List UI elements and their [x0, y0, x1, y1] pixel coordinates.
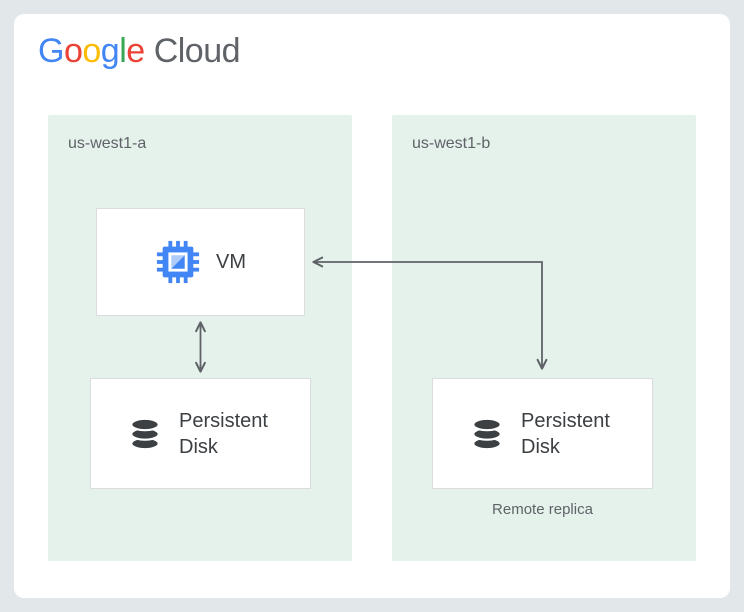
- logo-letter: o: [63, 32, 83, 70]
- zone-us-west1-b: us-west1-b: [392, 115, 696, 561]
- google-cloud-logo: G o o g l e Cloud: [38, 32, 241, 71]
- persistent-disk-label: Persistent Disk: [521, 409, 610, 458]
- database-cylinder-icon: [468, 415, 506, 453]
- vm-label: VM: [216, 251, 246, 273]
- zone-a-label: us-west1-a: [68, 135, 147, 152]
- logo-letter: G: [38, 32, 64, 70]
- logo-letter: g: [100, 32, 120, 70]
- database-cylinder-icon: [126, 415, 164, 453]
- logo-cloud-word: Cloud: [153, 32, 241, 70]
- persistent-disk-node-replica: Persistent Disk: [432, 378, 653, 489]
- remote-replica-caption: Remote replica: [492, 501, 593, 518]
- vm-node: VM: [96, 208, 305, 316]
- persistent-disk-label: Persistent Disk: [179, 409, 268, 458]
- zone-us-west1-a: us-west1-a: [48, 115, 352, 561]
- persistent-disk-node-primary: Persistent Disk: [90, 378, 311, 489]
- logo-letter: l: [119, 32, 127, 70]
- compute-engine-chip-icon: [155, 239, 201, 285]
- zone-b-label: us-west1-b: [412, 135, 491, 152]
- logo-letter: o: [82, 32, 101, 70]
- logo-letter: e: [126, 32, 145, 70]
